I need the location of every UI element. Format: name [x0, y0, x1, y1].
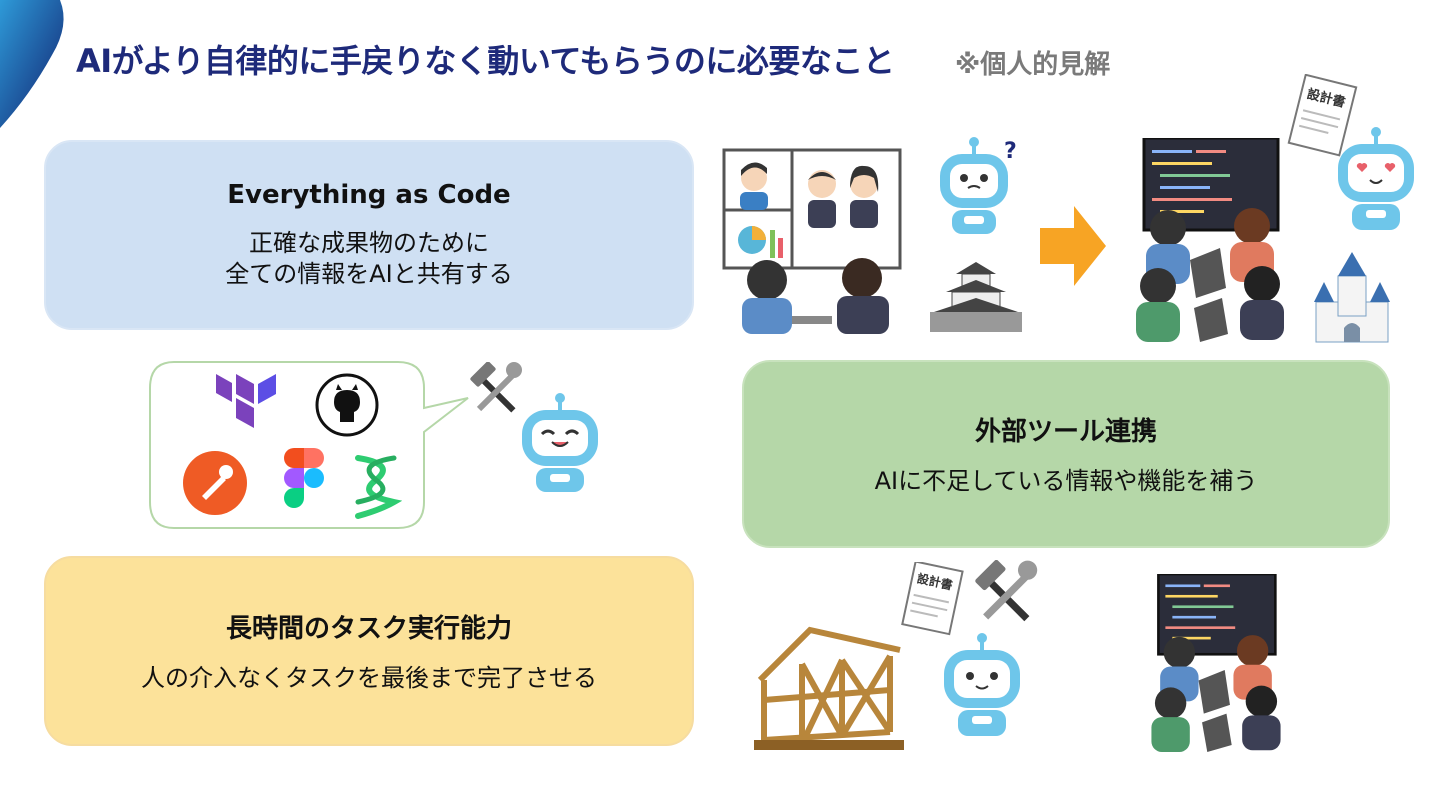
- title-note: ※個人的見解: [955, 44, 1110, 81]
- card-external-tools: 外部ツール連携 AIに不足している情報や機能を補う: [742, 360, 1390, 548]
- japanese-castle-icon: [926, 262, 1026, 334]
- terraform-logo-icon: [214, 372, 278, 438]
- postman-logo-icon: [182, 450, 248, 516]
- spiral-logo-icon: [350, 452, 402, 522]
- arrow-right-icon: [1040, 206, 1106, 286]
- castle-icon: [1308, 252, 1396, 344]
- card-line: 人の介入なくタスクを最後まで完了させる: [141, 663, 597, 694]
- page-title: AIがより自律的に手戻りなく動いてもらうのに必要なこと: [76, 36, 894, 82]
- card-line: 全ての情報をAIと共有する: [225, 259, 513, 290]
- robot-question-icon: ?: [934, 136, 1024, 242]
- card-description: AIに不足している情報や機能を補う: [875, 466, 1258, 497]
- team-coding-illustration: [1146, 574, 1286, 752]
- card-title: 外部ツール連携: [975, 411, 1157, 448]
- tools-hammer-wrench-icon: [970, 560, 1042, 626]
- team-coding-illustration: [1130, 138, 1290, 342]
- card-description: 正確な成果物のために 全ての情報をAIと共有する: [225, 228, 513, 290]
- card-long-tasks: 長時間のタスク実行能力 人の介入なくタスクを最後まで完了させる: [44, 556, 694, 746]
- robot-smiling-icon: [518, 392, 602, 496]
- card-line: AIに不足している情報や機能を補う: [875, 466, 1258, 497]
- card-title: 長時間のタスク実行能力: [226, 608, 512, 645]
- github-logo-icon: [314, 372, 380, 438]
- spec-document-icon: 設計書: [898, 562, 968, 638]
- tools-hammer-wrench-icon: [466, 362, 526, 416]
- card-description: 人の介入なくタスクを最後まで完了させる: [141, 663, 597, 694]
- card-line: 正確な成果物のために: [225, 228, 513, 259]
- corner-decoration: [0, 0, 70, 130]
- card-title: Everything as Code: [227, 180, 510, 210]
- figma-logo-icon: [282, 448, 326, 512]
- robot-icon: [940, 632, 1024, 742]
- card-everything-as-code: Everything as Code 正確な成果物のために 全ての情報をAIと共…: [44, 140, 694, 330]
- robot-heart-eyes-icon: [1334, 126, 1418, 236]
- video-meeting-illustration: [722, 148, 902, 334]
- house-frame-icon: [750, 620, 910, 754]
- question-mark: ?: [1004, 139, 1017, 164]
